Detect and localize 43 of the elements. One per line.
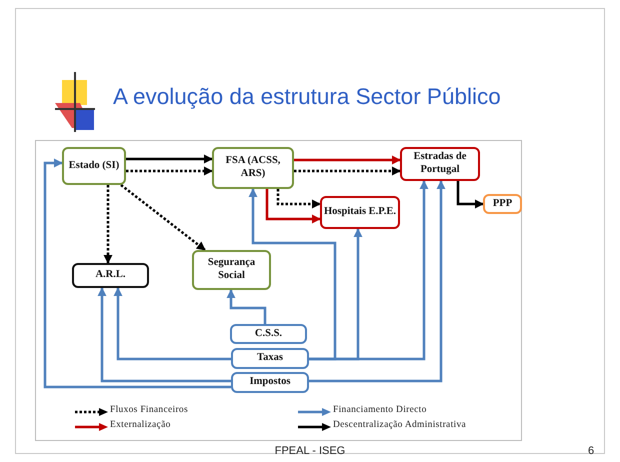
arrow: [294, 166, 401, 176]
arrow: [276, 189, 321, 208]
arrow: [456, 181, 484, 208]
revenue-box: [231, 348, 309, 369]
arrow: [248, 188, 336, 360]
entity-box: [400, 147, 480, 181]
revenue-box: [231, 372, 309, 393]
entity-box: [72, 263, 149, 288]
node-label: C.S.S.: [254, 328, 282, 340]
entity-box: [212, 147, 294, 189]
node-label: PPP: [492, 198, 512, 210]
node-label: Estradas de Portugal: [412, 151, 468, 177]
revenue-box: [230, 324, 307, 344]
node-label: Impostos: [250, 376, 290, 389]
arrow: [126, 166, 213, 176]
arrow: [44, 158, 231, 388]
footer-text: FPEAL - ISEG: [274, 445, 346, 457]
node-label: Hospitais E.P.E.: [324, 206, 396, 219]
entity-box: [483, 194, 522, 214]
legend-label: Financiamento Directo: [333, 405, 427, 415]
node-label: FSA (ACSS, ARS): [224, 155, 282, 181]
arrow: [120, 184, 206, 251]
arrow: [294, 156, 401, 164]
arrow: [309, 180, 446, 382]
arrow: [98, 287, 231, 382]
legend-label: Externalização: [110, 420, 171, 430]
legend-label: Descentralização Administrativa: [333, 420, 466, 430]
arrow: [104, 185, 112, 264]
entity-box: [62, 147, 126, 185]
node-label: Segurança Social: [206, 257, 256, 283]
slide-title: A evolução da estrutura Sector Público: [113, 84, 501, 110]
node-label: Estado (SI): [68, 160, 120, 172]
entity-box: [192, 250, 271, 290]
arrow: [309, 180, 428, 360]
arrow: [226, 289, 266, 324]
node-label: A.R.L.: [95, 269, 126, 282]
node-label: Taxas: [257, 352, 283, 365]
arrow: [114, 287, 231, 360]
entity-box: [320, 196, 400, 229]
legend-label: Fluxos Financeiros: [110, 405, 188, 415]
arrow: [126, 154, 213, 164]
page-number: 6: [588, 445, 594, 457]
arrow: [266, 189, 321, 224]
